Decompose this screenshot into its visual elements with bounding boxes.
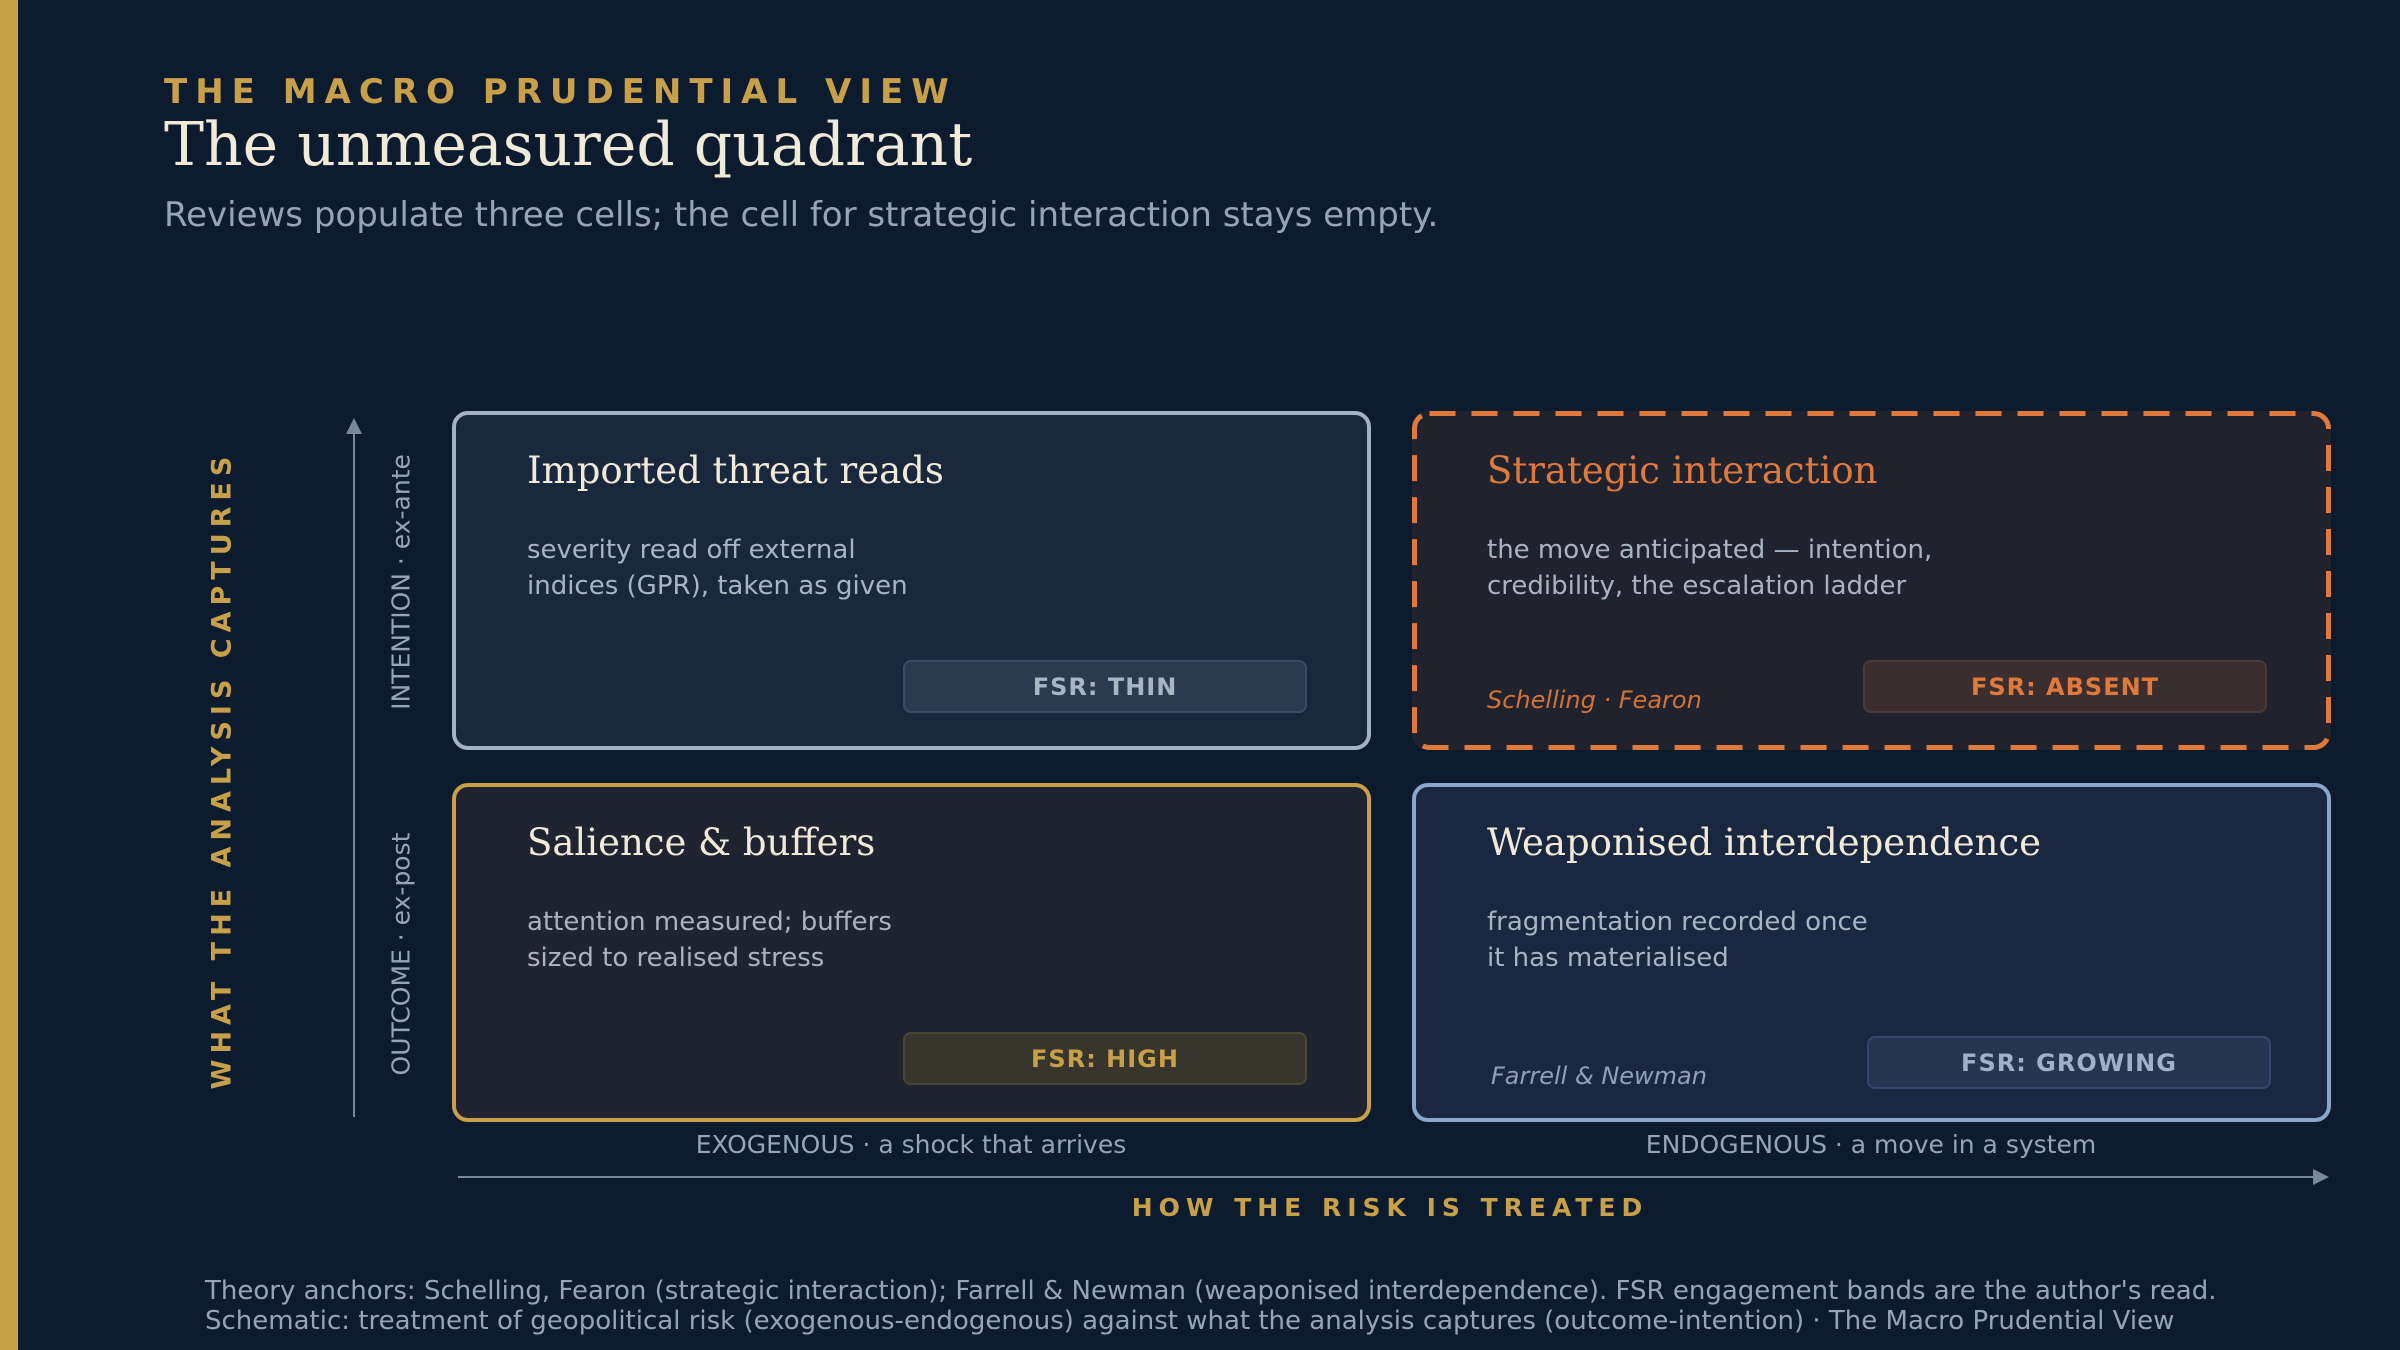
- y-axis-arrow-icon: [346, 418, 362, 434]
- y-axis-label-intention: INTENTION · ex-ante: [386, 454, 416, 710]
- description-line: sized to realised stress: [527, 943, 825, 973]
- x-axis-line: [458, 1176, 2316, 1178]
- fsr-badge: FSR: GROWING: [1867, 1036, 2271, 1089]
- x-axis-title: HOW THE RISK IS TREATED: [1131, 1193, 1649, 1222]
- dashed-border: [1412, 411, 2331, 750]
- quadrant-description: fragmentation recorded once it has mater…: [1487, 904, 2007, 976]
- fsr-badge: FSR: HIGH: [903, 1032, 1307, 1085]
- description-line: credibility, the escalation ladder: [1487, 571, 1907, 601]
- y-axis-label-outcome: OUTCOME · ex-post: [386, 832, 416, 1076]
- theory-citation: Schelling · Fearon: [1487, 686, 1702, 714]
- footnote-sources: Theory anchors: Schelling, Fearon (strat…: [205, 1276, 2217, 1306]
- y-axis-title: WHAT THE ANALYSIS CAPTURES: [206, 450, 238, 1090]
- description-line: the move anticipated — intention,: [1487, 535, 1933, 565]
- x-axis-label-exogenous: EXOGENOUS · a shock that arrives: [695, 1130, 1127, 1159]
- accent-bar: [0, 0, 18, 1350]
- description-line: severity read off external: [527, 535, 856, 565]
- x-axis-arrow-icon: [2313, 1169, 2329, 1185]
- footnote-schematic: Schematic: treatment of geopolitical ris…: [205, 1306, 2175, 1336]
- page-title: The unmeasured quadrant: [164, 110, 973, 180]
- quadrant-title: Imported threat reads: [527, 449, 944, 492]
- x-axis-label-endogenous: ENDOGENOUS · a move in a system: [1645, 1130, 2097, 1159]
- description-line: attention measured; buffers: [527, 907, 892, 937]
- description-line: indices (GPR), taken as given: [527, 571, 908, 601]
- quadrant-title: Salience & buffers: [527, 821, 876, 864]
- quadrant-description: the move anticipated — intention, credib…: [1487, 532, 2007, 604]
- y-axis-line: [353, 420, 355, 1117]
- quadrant-title: Weaponised interdependence: [1487, 821, 2042, 864]
- page-subtitle: Reviews populate three cells; the cell f…: [164, 195, 1439, 235]
- quadrant-description: severity read off external indices (GPR)…: [527, 532, 1047, 604]
- quadrant-strategic-interaction: Strategic interaction the move anticipat…: [1412, 411, 2331, 750]
- eyebrow: THE MACRO PRUDENTIAL VIEW: [164, 72, 957, 112]
- fsr-badge: FSR: THIN: [903, 660, 1307, 713]
- theory-citation: Farrell & Newman: [1491, 1062, 1707, 1090]
- quadrant-description: attention measured; buffers sized to rea…: [527, 904, 1047, 976]
- quadrant-weaponised-interdependence: Weaponised interdependence fragmentation…: [1412, 783, 2331, 1122]
- description-line: fragmentation recorded once: [1487, 907, 1868, 937]
- description-line: it has materialised: [1487, 943, 1729, 973]
- quadrant-salience-buffers: Salience & buffers attention measured; b…: [452, 783, 1371, 1122]
- fsr-badge: FSR: ABSENT: [1863, 660, 2267, 713]
- quadrant-title: Strategic interaction: [1487, 449, 1878, 492]
- quadrant-imported-threat-reads: Imported threat reads severity read off …: [452, 411, 1371, 750]
